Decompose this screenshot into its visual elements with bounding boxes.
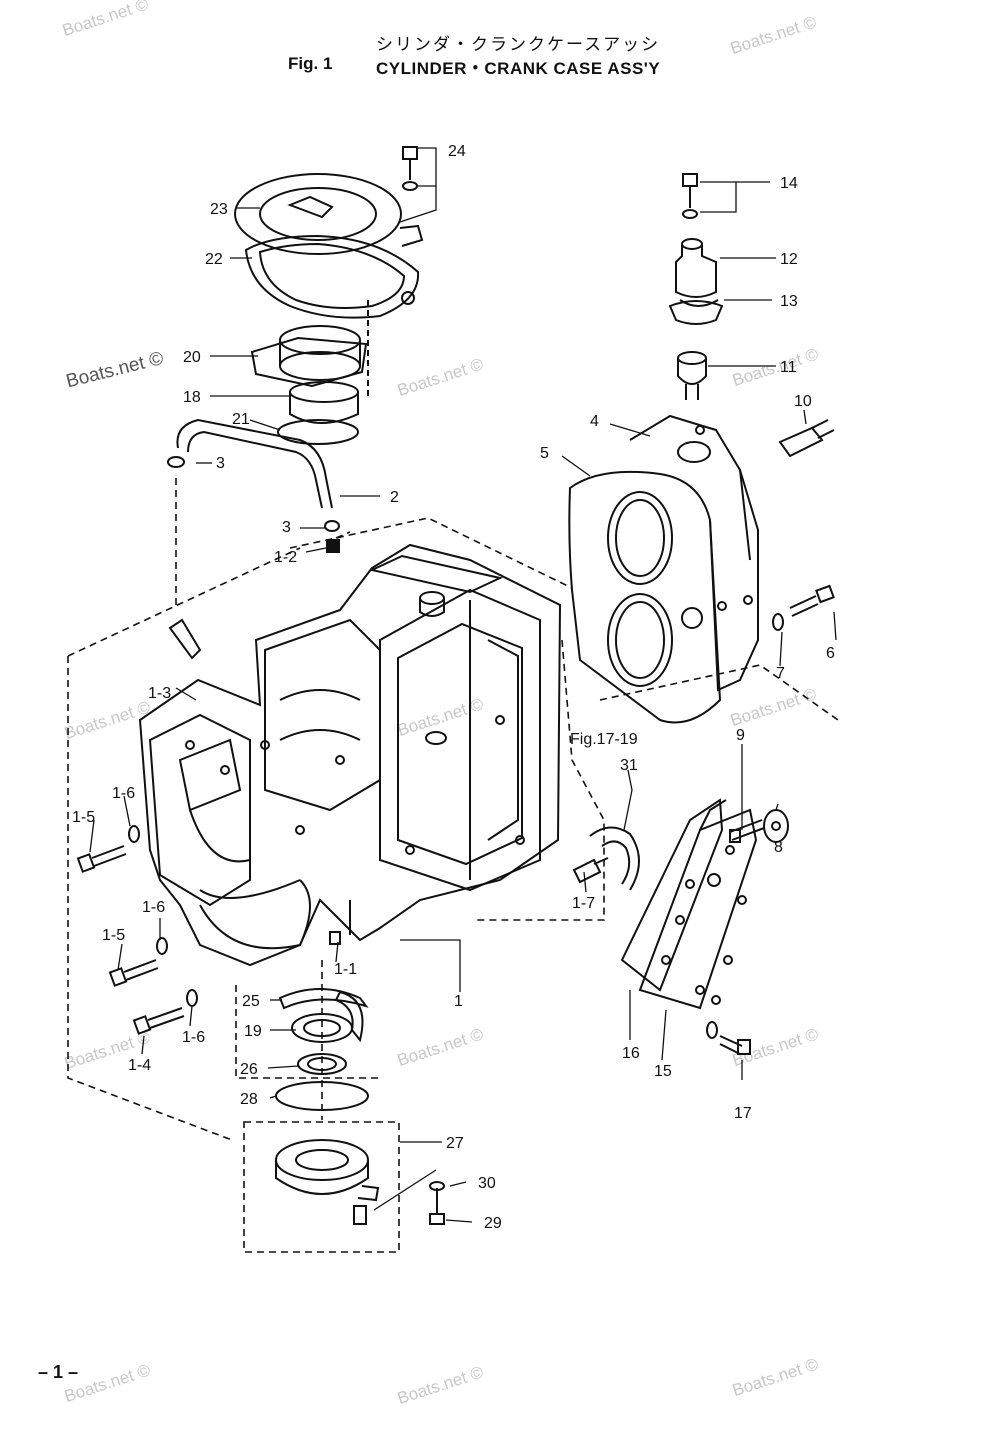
- callout-15: 15: [654, 1063, 672, 1080]
- callout-3-upper: 3: [216, 455, 225, 472]
- callout-16: 16: [622, 1045, 640, 1062]
- callout-6: 6: [826, 645, 835, 662]
- callout-18: 18: [183, 389, 201, 406]
- callout-10: 10: [794, 393, 812, 410]
- gasket-13-part: [668, 300, 724, 325]
- callout-1-5-upper: 1-5: [72, 809, 95, 826]
- housing-27-part: [275, 1139, 380, 1202]
- cover-15-part: [638, 799, 758, 1010]
- callout-1-7: 1-7: [572, 895, 595, 912]
- leader-lines: [89, 147, 837, 1223]
- callout-1-6-upper: 1-6: [112, 785, 135, 802]
- gasket-16-part: [620, 798, 724, 992]
- gasket-5-part: [568, 470, 722, 724]
- callout-7: 7: [776, 665, 785, 682]
- ring-25-part: [278, 988, 369, 1043]
- sensor-10-part: [778, 419, 835, 458]
- callout-14: 14: [780, 175, 798, 192]
- callout-11: 11: [780, 359, 797, 376]
- clamp-3-lower-part: [324, 520, 340, 532]
- washer-7-part: [772, 613, 784, 631]
- title-english: CYLINDER・CRANK CASE ASS'Y: [376, 59, 661, 78]
- callout-21: 21: [232, 411, 250, 428]
- callout-5: 5: [540, 445, 549, 462]
- callout-13: 13: [780, 293, 798, 310]
- callout-1-3: 1-3: [148, 685, 171, 702]
- callout-4: 4: [590, 413, 599, 430]
- o-ring-21-part: [277, 419, 359, 445]
- callout-1: 1: [454, 993, 463, 1010]
- callout-1-4: 1-4: [128, 1057, 151, 1074]
- washer-30-part: [429, 1181, 445, 1191]
- callout-12: 12: [780, 251, 798, 268]
- thermostat-cover-12-part: [675, 238, 719, 307]
- gasket-22-part: [244, 234, 420, 319]
- adapter-20-part: [250, 325, 368, 388]
- callout-25: 25: [242, 993, 260, 1010]
- plug-8-part: [763, 809, 789, 843]
- callout-9: 9: [736, 727, 745, 744]
- bolt-1-4-part: [132, 989, 198, 1035]
- callout-27: 27: [446, 1135, 464, 1152]
- callout-1-2: 1-2: [274, 549, 297, 566]
- hose-31-part: [589, 826, 640, 891]
- assembly-outline: [67, 478, 839, 1253]
- crankcase-1-part: [138, 543, 562, 967]
- callout-22: 22: [205, 251, 223, 268]
- callout-17: 17: [734, 1105, 752, 1122]
- callout-3-lower: 3: [282, 519, 291, 536]
- callout-8: 8: [774, 839, 783, 856]
- callout-31: 31: [620, 757, 638, 774]
- thermostat-11-part: [677, 351, 707, 400]
- cover-23-part: [234, 173, 424, 255]
- bearing-26-part: [297, 1053, 347, 1075]
- callout-2: 2: [390, 489, 399, 506]
- callout-20: 20: [183, 349, 201, 366]
- callout-1-1: 1-1: [334, 961, 357, 978]
- callout-19: 19: [244, 1023, 262, 1040]
- callout-28: 28: [240, 1091, 258, 1108]
- bolt-1-5-upper-part: [76, 825, 140, 873]
- bolt-14-part: [682, 173, 698, 219]
- clamp-3-part: [167, 456, 185, 468]
- title-japanese: シリンダ・クランクケースアッシ: [376, 35, 661, 55]
- callout-1-6-lower: 1-6: [182, 1029, 205, 1046]
- callout-26: 26: [240, 1061, 258, 1078]
- callout-30: 30: [478, 1175, 496, 1192]
- bolt-9-part: [729, 819, 765, 843]
- seal-19-part: [291, 1013, 353, 1043]
- callout-24: 24: [448, 143, 466, 160]
- callout-1-5-lower: 1-5: [102, 927, 125, 944]
- bolt-17-part: [706, 1021, 751, 1055]
- hose-2-part: [176, 418, 333, 509]
- reference-fig-17-19: Fig.17-19: [570, 731, 638, 748]
- cylinder-4-part: [629, 414, 759, 692]
- fitting-1-2-part: [326, 539, 340, 553]
- fitting-1-3-part: [168, 618, 202, 660]
- figure-number: Fig. 1: [288, 54, 333, 73]
- bolt-1-5-lower-part: [108, 937, 168, 987]
- bolt-24-part: [402, 146, 418, 191]
- bolt-6-part: [789, 584, 835, 617]
- callout-29: 29: [484, 1215, 502, 1232]
- seal-18-part: [289, 381, 359, 424]
- callout-23: 23: [210, 201, 228, 218]
- fitting-1-7-part: [572, 857, 609, 884]
- page-number: – 1 –: [38, 1362, 79, 1382]
- bolt-housing-part: [353, 1205, 367, 1225]
- callout-1-6-middle: 1-6: [142, 899, 165, 916]
- screw-29-part: [429, 1181, 445, 1225]
